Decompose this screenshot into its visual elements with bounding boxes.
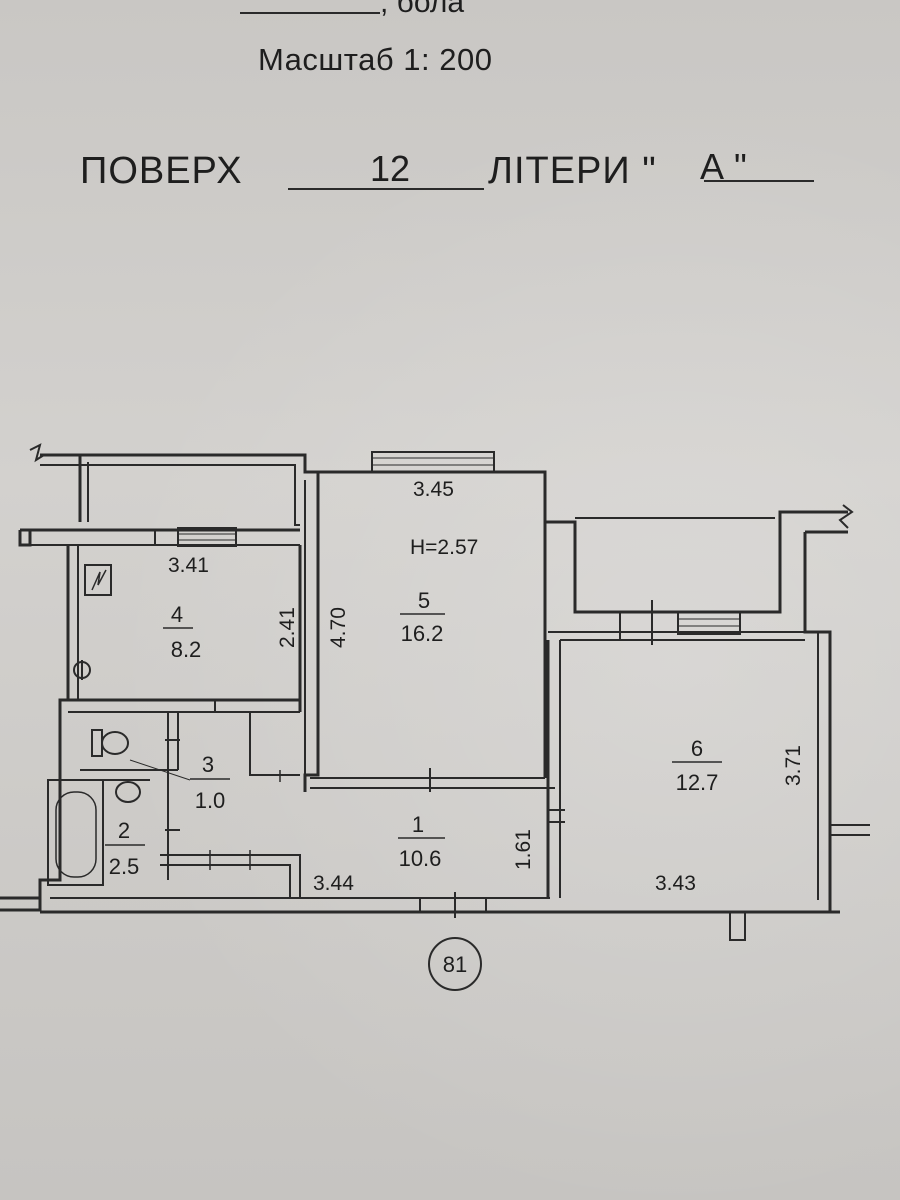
dim-room5-width: 3.45 bbox=[413, 478, 454, 501]
room-number: 1 bbox=[412, 812, 424, 837]
room-number: 2 bbox=[118, 818, 130, 843]
room-area: 1.0 bbox=[195, 788, 226, 813]
dim-room1-width: 3.44 bbox=[313, 872, 354, 895]
dim-room4-height: 2.41 bbox=[276, 607, 299, 648]
ceiling-height: H=2.57 bbox=[410, 536, 478, 559]
room-number: 5 bbox=[418, 588, 430, 613]
top-underline bbox=[240, 12, 380, 14]
room-area: 10.6 bbox=[399, 846, 442, 871]
cropped-header-fragment: , бола bbox=[380, 0, 465, 19]
floor-label: ПОВЕРХ bbox=[80, 150, 243, 192]
letter-label: ЛІТЕРИ " bbox=[488, 150, 657, 192]
interior-walls bbox=[47, 451, 805, 918]
dim-room6-width: 3.43 bbox=[655, 872, 696, 895]
scale-label: Масштаб 1: 200 bbox=[258, 42, 493, 77]
room-number: 6 bbox=[691, 736, 703, 761]
room-1-label: 1 10.6 bbox=[398, 812, 445, 871]
room-3-label: 3 1.0 bbox=[190, 752, 230, 813]
dim-room6-height: 3.71 bbox=[782, 745, 805, 786]
apartment-number-badge: 81 bbox=[428, 937, 482, 991]
room-6-label: 6 12.7 bbox=[672, 736, 722, 795]
room-area: 8.2 bbox=[171, 637, 202, 662]
room-5-label: 5 16.2 bbox=[400, 588, 445, 646]
floor-value: 12 bbox=[370, 148, 411, 189]
room-area: 12.7 bbox=[676, 770, 719, 795]
room-area: 16.2 bbox=[401, 621, 444, 646]
room-number: 4 bbox=[171, 602, 183, 627]
dim-room5-height: 4.70 bbox=[327, 607, 350, 648]
room-2-label: 2 2.5 bbox=[105, 818, 145, 879]
letter-underline bbox=[704, 180, 814, 182]
room-4-label: 4 8.2 bbox=[163, 602, 201, 662]
dim-room1-height: 1.61 bbox=[512, 829, 535, 870]
apartment-number: 81 bbox=[443, 952, 467, 977]
room-number: 3 bbox=[202, 752, 214, 777]
floor-underline bbox=[288, 188, 484, 190]
room-area: 2.5 bbox=[109, 854, 140, 879]
dim-room4-width: 3.41 bbox=[168, 554, 209, 577]
